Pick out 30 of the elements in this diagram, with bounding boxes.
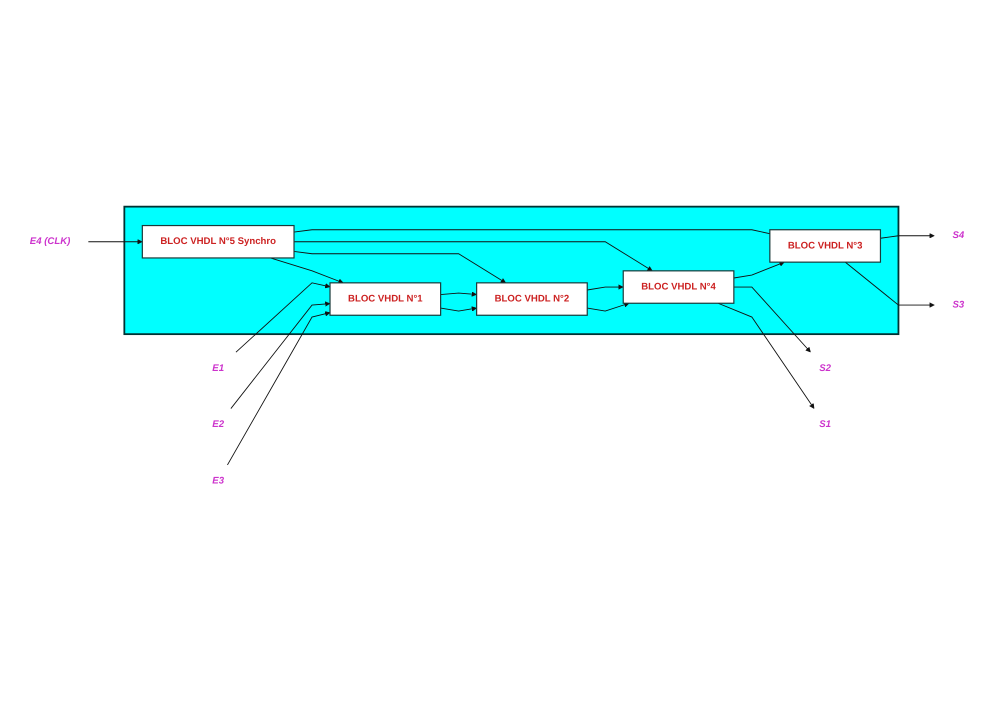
node-text: E4 (CLK) [29,236,70,247]
node-box: BLOC VHDL N°2 [476,282,588,316]
arrow [293,241,652,272]
arrow [440,292,476,297]
node-text: S2 [818,362,831,374]
node-text: E3 [212,476,224,486]
arrow [293,251,506,284]
node-text: S1 [818,419,831,430]
node-text: S3 [952,300,964,310]
node-box: BLOC VHDL N°3 [768,229,881,263]
node-box: BLOC VHDL N°4 [622,270,734,304]
arrow [235,282,330,353]
arrow [844,262,934,308]
arrow [226,311,330,466]
arrow [87,239,142,244]
arrow [586,302,629,312]
arrow [732,261,784,278]
cluster [122,206,899,336]
node-box: BLOC VHDL N°1 [328,282,441,316]
node-text: E1 [212,362,224,374]
node-text: S4 [952,230,964,241]
arrow [586,284,623,290]
node-box: BLOC VHDL N°5 Synchro [141,224,294,259]
node-text: E2 [212,419,224,430]
arrow [732,286,810,352]
arrow [880,233,934,239]
connector [293,229,770,234]
arrow [440,306,476,312]
arrow [230,301,330,409]
arrow [717,302,814,409]
